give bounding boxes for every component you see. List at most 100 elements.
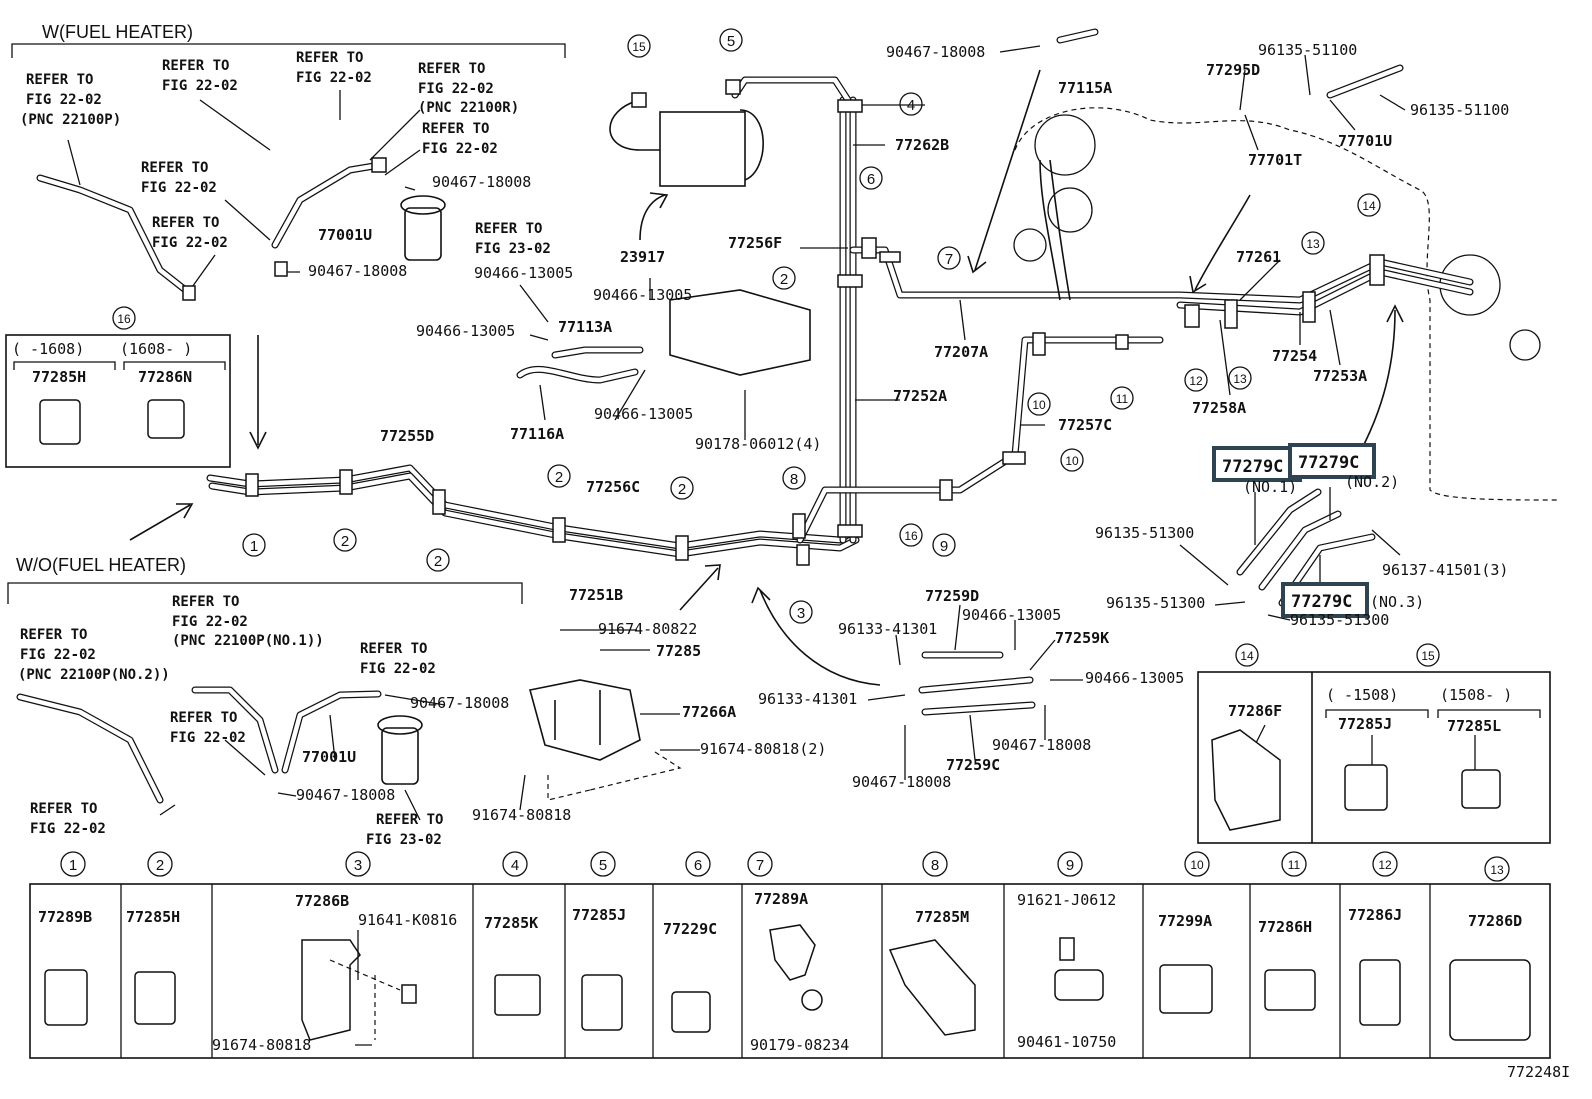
part-label[interactable]: 77253A [1313,367,1367,385]
part-label[interactable]: 91674-80818 [212,1036,311,1054]
refer-to-fig-22-02-link[interactable]: FIG 22-02 [422,141,498,157]
legend-cell-5: 5 77285J [572,851,626,1031]
part-label[interactable]: 77285J [1338,715,1392,733]
part-label-highlighted[interactable]: 77279C [1298,453,1359,473]
refer-to-fig-22-02-link[interactable]: FIG 22-02 [360,661,436,677]
callout-11: 11 [1110,386,1134,410]
part-label[interactable]: 77262B [895,136,949,154]
part-label[interactable]: 90466-13005 [1085,669,1184,687]
refer-to-fig-22-02-link[interactable]: FIG 22-02 [170,730,246,746]
part-label[interactable]: 77001U [318,226,372,244]
part-label[interactable]: 77286N [138,368,192,386]
part-label[interactable]: 91674-80822 [598,620,697,638]
part-label-highlighted[interactable]: 77279C [1291,592,1352,612]
part-label[interactable]: 96137-41501(3) [1382,561,1508,579]
part-label[interactable]: 90467-18008 [410,694,509,712]
part-label[interactable]: 77259D [925,587,979,605]
part-label[interactable]: 77266A [682,703,736,721]
part-label[interactable]: 77285M [915,908,969,926]
part-label[interactable]: 77295D [1206,61,1260,79]
part-label[interactable]: 91674-80818(2) [700,740,826,758]
part-label[interactable]: 77285H [32,368,86,386]
clip-legend-table: 1 77289B 2 77285H 3 77286B 91641-K0816 9… [29,851,1551,1059]
part-label[interactable]: 77285K [484,914,538,932]
part-label[interactable]: 90466-13005 [416,322,515,340]
callout-number: 10 [1190,858,1204,872]
legend-cell-13: 13 77286D [1449,856,1531,1041]
refer-to-fig-22-02-link[interactable]: FIG 22-02 [162,78,238,94]
part-label[interactable]: 90466-13005 [962,606,1061,624]
part-label[interactable]: 91674-80818 [472,806,571,824]
refer-to-fig-22-02-link[interactable]: FIG 22-02 [418,81,494,97]
part-label-highlighted[interactable]: 77279C [1222,457,1283,477]
part-label[interactable]: 96135-51300 [1290,611,1389,629]
part-label[interactable]: 77286B [295,892,349,910]
part-label[interactable]: 77256C [586,478,640,496]
clip-77289B-icon [44,969,88,1026]
part-label[interactable]: 77286H [1258,918,1312,936]
part-label[interactable]: 96135-51300 [1106,594,1205,612]
part-label[interactable]: 77285J [572,906,626,924]
refer-to-fig-22-02-link[interactable]: FIG 22-02 [20,647,96,663]
part-label[interactable]: 90467-18008 [852,773,951,791]
part-label[interactable]: 90466-13005 [474,264,573,282]
part-label[interactable]: 96133-41301 [758,690,857,708]
refer-to-fig-23-02-link[interactable]: FIG 23-02 [366,832,442,848]
part-label[interactable]: 77286J [1348,906,1402,924]
part-label[interactable]: 91641-K0816 [358,911,457,929]
part-label[interactable]: 90467-18008 [432,173,531,191]
part-label[interactable]: 77258A [1192,399,1246,417]
legend-cell-9: 9 91621-J0612 90461-10750 [1017,851,1116,1051]
part-label[interactable]: 77254 [1272,347,1317,365]
part-label[interactable]: 77001U [302,748,356,766]
part-label[interactable]: 90466-13005 [594,405,693,423]
part-label[interactable]: 23917 [620,248,665,266]
part-label[interactable]: 77255D [380,427,434,445]
part-label[interactable]: 90467-18008 [296,786,395,804]
part-label[interactable]: 77286D [1468,912,1522,930]
part-label[interactable]: 90466-13005 [593,286,692,304]
part-label[interactable]: 77285H [126,908,180,926]
part-label[interactable]: 91621-J0612 [1017,891,1116,909]
part-label[interactable]: 96135-51300 [1095,524,1194,542]
part-label[interactable]: 77286F [1228,702,1282,720]
part-label[interactable]: 77701T [1248,151,1302,169]
part-label[interactable]: 77116A [510,425,564,443]
part-label[interactable]: 90467-18008 [992,736,1091,754]
part-label[interactable]: 77289B [38,908,92,926]
part-label[interactable]: 90179-08234 [750,1036,849,1054]
part-label[interactable]: 77701U [1338,132,1392,150]
part-label[interactable]: 77229C [663,920,717,938]
part-label[interactable]: 77259K [1055,629,1109,647]
part-label[interactable]: 77115A [1058,79,1112,97]
part-label[interactable]: 77259C [946,756,1000,774]
part-label[interactable]: 77207A [934,343,988,361]
part-label[interactable]: 77285L [1447,717,1501,735]
part-label[interactable]: 96133-41301 [838,620,937,638]
part-label[interactable]: 77113A [558,318,612,336]
refer-to-fig-22-02-link[interactable]: FIG 22-02 [172,614,248,630]
refer-to-fig-22-02-link[interactable]: FIG 22-02 [152,235,228,251]
refer-to-fig-22-02-link[interactable]: FIG 22-02 [141,180,217,196]
refer-to-fig-23-02-link[interactable]: FIG 23-02 [475,241,551,257]
callout-number: 2 [341,533,349,550]
part-label[interactable]: 96135-51100 [1258,41,1357,59]
refer-to-fig-22-02-link[interactable]: FIG 22-02 [296,70,372,86]
part-label[interactable]: 77261 [1236,248,1281,266]
refer-to-fig-22-02-link[interactable]: FIG 22-02 [26,92,102,108]
refer-to-fig-22-02-link[interactable]: FIG 22-02 [30,821,106,837]
part-label[interactable]: 90467-18008 [308,262,407,280]
part-label[interactable]: 90178-06012(4) [695,435,821,453]
part-labels: 90467-18008 77001U 90467-18008 90466-130… [32,41,1509,824]
part-label[interactable]: 90461-10750 [1017,1033,1116,1051]
part-label[interactable]: 77256F [728,234,782,252]
part-label[interactable]: 77285 [656,642,701,660]
part-label[interactable]: 77289A [754,890,808,908]
part-label[interactable]: 77252A [893,387,947,405]
part-label[interactable]: 96135-51100 [1410,101,1509,119]
part-label[interactable]: 90467-18008 [886,43,985,61]
part-label[interactable]: 77257C [1058,416,1112,434]
part-label[interactable]: 77251B [569,586,623,604]
part-label[interactable]: 77299A [1158,912,1212,930]
